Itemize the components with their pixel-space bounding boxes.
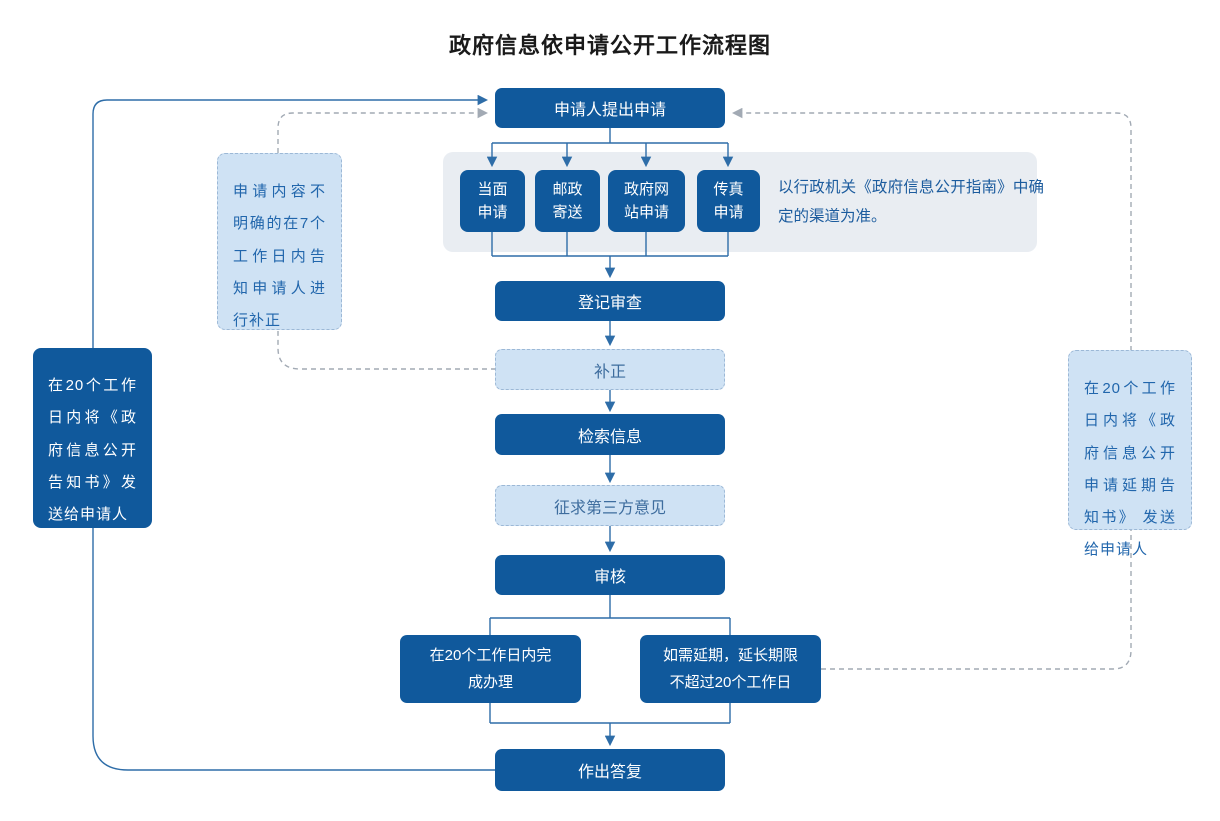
extension-notice-box: 在20个工作日内将《政府信息公开申请延期告知书》 发送给申请人: [1068, 350, 1192, 558]
channel-in-person-label: 当面申请: [477, 180, 508, 221]
node-register-label: 登记审查: [577, 295, 642, 312]
node-channel-mail: 邮政寄送: [535, 170, 600, 232]
node-channel-fax: 传真申请: [697, 170, 760, 232]
node-review-label: 审核: [593, 569, 626, 586]
node-correction: 补正: [495, 349, 725, 390]
correction-notice-box: 申请内容不明确的在7个工作日内告知申请人进行补正: [217, 153, 342, 330]
node-correction-label: 补正: [593, 363, 626, 381]
note-to-apply-connector: [277, 107, 489, 153]
extension-loop-connector: [731, 107, 1132, 670]
correction-notice-text: 申请内容不明确的在7个工作日内告知申请人进行补正: [233, 183, 326, 329]
node-apply: 申请人提出申请: [495, 88, 725, 128]
node-channel-website: 政府网站申请: [608, 170, 685, 232]
node-search-label: 检索信息: [577, 428, 642, 446]
node-extension-label: 如需延期，延长期限不超过20个工作日: [662, 647, 798, 691]
node-review: 审核: [495, 555, 725, 595]
node-complete-label: 在20个工作日内完成办理: [429, 647, 552, 691]
channel-website-label: 政府网站申请: [623, 180, 669, 221]
node-reply-label: 作出答复: [577, 764, 642, 781]
node-channel-in-person: 当面申请: [460, 170, 525, 232]
node-extension: 如需延期，延长期限不超过20个工作日: [640, 635, 821, 703]
node-complete: 在20个工作日内完成办理: [400, 635, 581, 703]
correction-to-note-connector: [277, 331, 496, 370]
node-search: 检索信息: [495, 414, 725, 455]
node-register: 登记审查: [495, 281, 725, 321]
channel-mail-label: 邮政寄送: [552, 180, 583, 221]
node-apply-label: 申请人提出申请: [553, 102, 666, 119]
extension-notice-text: 在20个工作日内将《政府信息公开申请延期告知书》 发送给申请人: [1084, 380, 1176, 559]
node-third-party-label: 征求第三方意见: [553, 499, 666, 517]
channels-note: 以行政机关《政府信息公开指南》中确定的渠道为准。: [778, 179, 1044, 225]
node-reply: 作出答复: [495, 749, 725, 791]
reply-notice-text: 在20个工作日内将《政府信息公开告知书》发送给申请人: [48, 377, 137, 523]
node-third-party: 征求第三方意见: [495, 485, 725, 526]
channel-fax-label: 传真申请: [713, 180, 744, 221]
reply-notice-box: 在20个工作日内将《政府信息公开告知书》发送给申请人: [33, 348, 152, 528]
page-title: 政府信息依申请公开工作流程图: [448, 33, 771, 58]
